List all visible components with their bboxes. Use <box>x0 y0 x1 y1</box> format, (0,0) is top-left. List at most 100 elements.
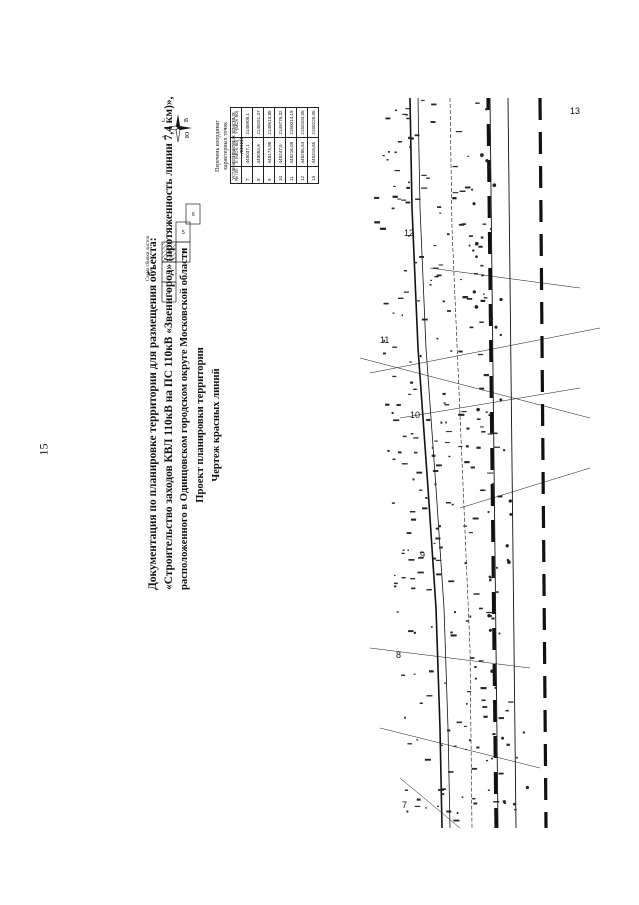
plan-mark <box>430 279 432 281</box>
plan-mark <box>466 691 472 693</box>
plan-mark <box>409 511 416 513</box>
plan-mark <box>413 451 418 454</box>
plan-mark <box>387 449 390 452</box>
plan-mark <box>416 798 421 801</box>
plan-mark <box>472 517 479 520</box>
plan-mark <box>405 201 411 204</box>
plan-mark <box>436 573 442 576</box>
plan-mark <box>485 411 488 413</box>
plan-mark <box>404 716 406 719</box>
plan-mark <box>455 131 463 133</box>
plan-node <box>487 510 490 514</box>
table-row: 9 448174,98 2149513,85 <box>263 107 275 184</box>
plan-mark <box>419 255 425 258</box>
plan-node <box>509 512 513 516</box>
plan-mark <box>435 537 441 540</box>
point-label-10: 10 <box>410 410 420 420</box>
plan-mark <box>465 748 467 751</box>
plan-mark <box>479 387 485 390</box>
plan-mark <box>460 279 463 281</box>
plan-mark <box>396 611 399 613</box>
plan-mark <box>411 518 417 521</box>
plan-mark <box>446 729 451 732</box>
plan-mark <box>465 620 469 622</box>
plan-mark <box>481 431 486 433</box>
plan-mark <box>433 245 437 247</box>
plan-mark <box>421 507 428 510</box>
plan-mark <box>411 587 416 590</box>
plan-mark <box>498 632 501 635</box>
plan-mark <box>436 274 442 277</box>
plan-mark <box>420 99 425 101</box>
plan-mark <box>438 264 444 266</box>
plan-mark <box>437 206 442 208</box>
plan-mark <box>444 404 450 406</box>
point-label-8: 8 <box>396 650 401 660</box>
plan-mark <box>477 353 484 356</box>
plan-mark <box>410 578 416 580</box>
plan-node <box>494 686 497 690</box>
plan-node <box>486 166 490 169</box>
sheet-5: 5 <box>182 230 185 236</box>
plan-node <box>492 183 497 188</box>
plan-node <box>476 407 480 412</box>
plan-mark <box>472 798 476 800</box>
plan-mark <box>398 297 404 299</box>
page-number: 15 <box>36 443 51 456</box>
plan-mark <box>482 223 487 225</box>
plan-mark <box>431 103 437 106</box>
plan-mark <box>407 181 410 184</box>
plan-mark <box>454 611 457 614</box>
plan-mark <box>386 159 389 161</box>
col-header-x: X (МСК-50) <box>230 137 242 167</box>
plan-mark <box>491 617 495 620</box>
plan-mark <box>407 549 409 551</box>
plan-mark <box>453 745 457 747</box>
plan-mark <box>414 805 421 807</box>
plan-mark <box>468 532 473 534</box>
plan-mark <box>421 318 428 321</box>
plan-mark <box>403 291 409 293</box>
plan-mark <box>466 297 473 300</box>
plan-mark <box>406 532 412 534</box>
plan-mark <box>396 404 401 406</box>
plan-mark <box>476 746 480 749</box>
plan-mark <box>462 296 469 299</box>
plan-mark <box>419 702 423 705</box>
plan-mark <box>432 557 436 560</box>
plan-mark <box>414 261 418 264</box>
plan-mark <box>498 717 505 720</box>
plan-mark <box>486 611 493 614</box>
plan-mark <box>468 739 472 742</box>
plan-mark <box>481 489 484 492</box>
plan-mark <box>439 546 443 549</box>
plan-mark <box>432 267 439 269</box>
plan-mark <box>401 463 408 465</box>
plan-mark <box>394 574 396 577</box>
plan-mark <box>488 579 492 582</box>
plan-mark <box>409 146 412 148</box>
plan-mark <box>442 392 446 395</box>
plan-mark <box>487 433 493 435</box>
plan-mark <box>480 264 484 267</box>
plan-mark <box>425 497 428 499</box>
plan-mark <box>480 236 484 239</box>
plan-mark <box>416 471 423 474</box>
plan-mark <box>443 402 446 404</box>
table-row: 7 448037,1 2148908,1 <box>241 107 253 184</box>
plan-mark <box>440 793 445 795</box>
plan-node <box>479 153 484 158</box>
plan-mark <box>401 314 403 317</box>
plan-mark <box>452 165 458 168</box>
plan-mark <box>436 337 439 340</box>
plan-mark <box>505 709 509 712</box>
plan-mark <box>391 411 394 415</box>
point-label-9: 9 <box>420 550 425 560</box>
plan-mark <box>483 374 489 377</box>
plan-mark <box>397 141 402 143</box>
plan-node <box>490 317 494 321</box>
plan-mark <box>440 421 443 424</box>
plan-mark <box>408 136 412 139</box>
plan-node <box>525 785 530 790</box>
plan-node <box>488 575 492 579</box>
